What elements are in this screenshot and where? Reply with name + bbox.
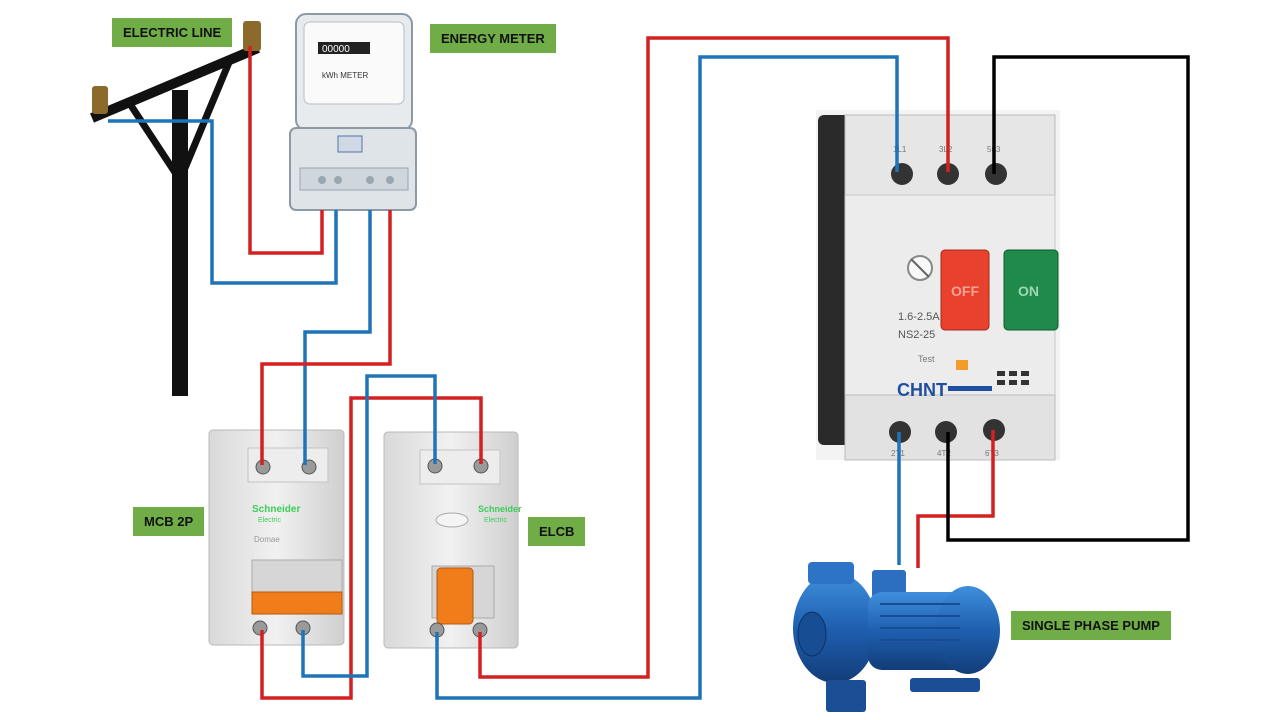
mcb-toggle-handle bbox=[251, 591, 343, 615]
starter-vent-slots bbox=[997, 371, 1029, 385]
wire-starter-to-pump-red bbox=[916, 430, 995, 568]
starter-on-label: ON bbox=[1018, 283, 1039, 299]
elcb-brand-sub: Electric bbox=[484, 517, 507, 524]
starter-terminal-1L1: 1L1 bbox=[893, 145, 907, 154]
mcb-bottom-terminal-left bbox=[252, 620, 268, 636]
mcb-brand: Schneider bbox=[252, 504, 300, 515]
starter-off-button bbox=[940, 249, 990, 331]
label-elcb: ELCB bbox=[528, 517, 586, 546]
wire-meter-to-mcb-red bbox=[260, 210, 392, 465]
label-single-phase-pump: SINGLE PHASE PUMP bbox=[1011, 611, 1171, 640]
energy-meter: 00000 kWh METER bbox=[289, 13, 417, 211]
starter-terminal-3L2: 3L2 bbox=[939, 145, 953, 154]
pole-insulator-right bbox=[243, 21, 261, 51]
pole-insulator-left bbox=[92, 86, 108, 114]
wire-elcb-to-starter-blue bbox=[435, 55, 899, 700]
wire-mcb-to-elcb-red bbox=[260, 396, 483, 700]
elcb-toggle-handle bbox=[436, 567, 474, 625]
wiring-lines bbox=[108, 36, 1190, 700]
label-electric-line: ELECTRIC LINE bbox=[112, 18, 233, 47]
wire-meter-to-mcb-blue bbox=[303, 210, 372, 465]
elcb-test-button bbox=[435, 512, 469, 528]
starter-brand: CHNT bbox=[897, 380, 947, 400]
mcb-model: Domae bbox=[254, 535, 280, 544]
meter-display: 00000 bbox=[322, 44, 350, 55]
meter-brand-text: kWh METER bbox=[322, 71, 368, 80]
wire-pole-to-meter-red bbox=[248, 46, 324, 255]
wire-mcb-to-elcb-blue bbox=[301, 374, 437, 678]
wire-starter-loop-black bbox=[946, 55, 1190, 542]
motor-starter-device: 1L1 3L2 5L3 OFF ON 1.6-2.5A NS2-25 Test … bbox=[816, 110, 1060, 461]
mcb-brand-sub: Electric bbox=[258, 517, 281, 524]
mcb-2p-device: Schneider Electric Domae bbox=[208, 429, 345, 646]
starter-off-label: OFF bbox=[951, 283, 979, 299]
label-energy-meter: ENERGY METER bbox=[430, 24, 556, 53]
starter-model: NS2-25 bbox=[898, 329, 935, 341]
starter-test-label: Test bbox=[918, 354, 935, 364]
wire-elcb-to-starter-red bbox=[478, 36, 950, 679]
starter-terminal-4T2: 4T2 bbox=[937, 449, 951, 458]
elcb-device: Schneider Electric bbox=[383, 431, 522, 649]
wire-pole-to-meter-blue bbox=[108, 119, 338, 285]
single-phase-pump bbox=[793, 562, 1000, 712]
elcb-brand: Schneider bbox=[478, 504, 522, 514]
label-mcb-2p: MCB 2P bbox=[133, 507, 205, 536]
starter-test-button bbox=[956, 360, 968, 370]
electric-pole bbox=[90, 21, 261, 396]
starter-range: 1.6-2.5A bbox=[898, 311, 940, 323]
starter-on-button bbox=[1003, 249, 1059, 331]
